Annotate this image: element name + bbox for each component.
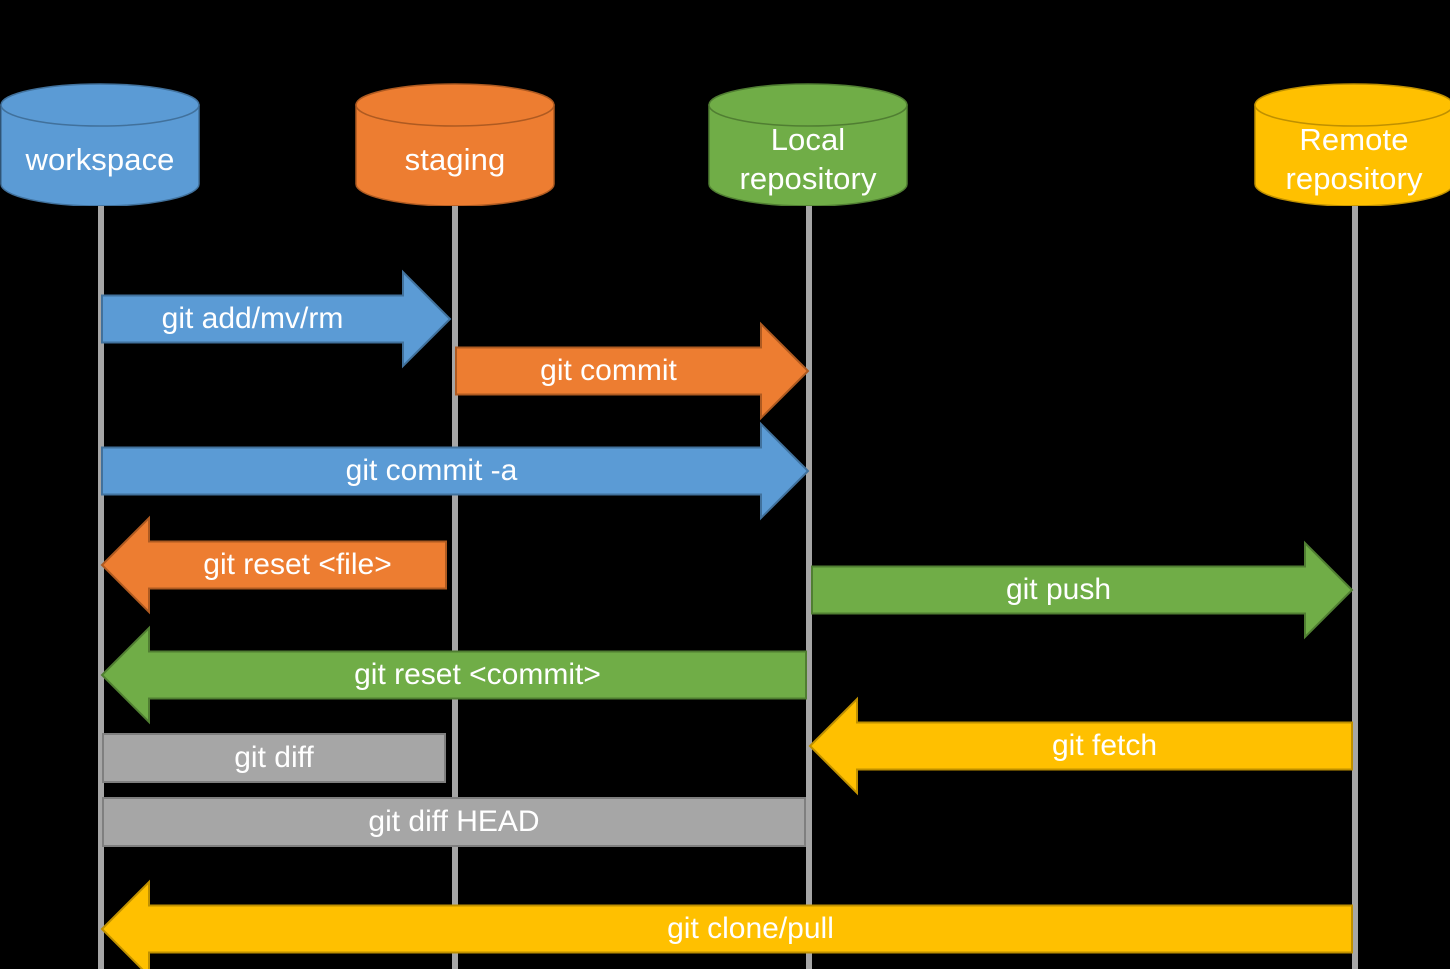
lifeline-workspace (98, 202, 104, 969)
arrow-git-commit-a[interactable]: git commit -a (101, 421, 810, 521)
lifeline-remote-repository (1352, 202, 1358, 969)
arrow-git-commit[interactable]: git commit (455, 321, 810, 421)
node-local-repository[interactable]: Local repository (708, 83, 908, 206)
bar-git-diff-head[interactable]: git diff HEAD (102, 797, 806, 847)
bar-git-diff[interactable]: git diff (102, 733, 446, 783)
arrow-git-clone-pull[interactable]: git clone/pull (100, 879, 1353, 969)
arrow-git-fetch[interactable]: git fetch (808, 696, 1353, 796)
node-workspace[interactable]: workspace (0, 83, 200, 206)
bar-git-diff-label: git diff (234, 741, 314, 774)
lifeline-staging (452, 202, 458, 969)
arrow-git-push[interactable]: git push (811, 540, 1354, 640)
arrow-git-reset-commit[interactable]: git reset <commit> (100, 625, 807, 725)
bar-git-diff-head-label: git diff HEAD (368, 805, 540, 838)
arrow-git-reset-file[interactable]: git reset <file> (100, 515, 447, 615)
node-remote-repository[interactable]: Remote repository (1254, 83, 1450, 206)
node-staging[interactable]: staging (355, 83, 555, 206)
lifeline-local-repository (806, 202, 812, 969)
arrow-git-add-mv-rm[interactable]: git add/mv/rm (101, 269, 452, 369)
